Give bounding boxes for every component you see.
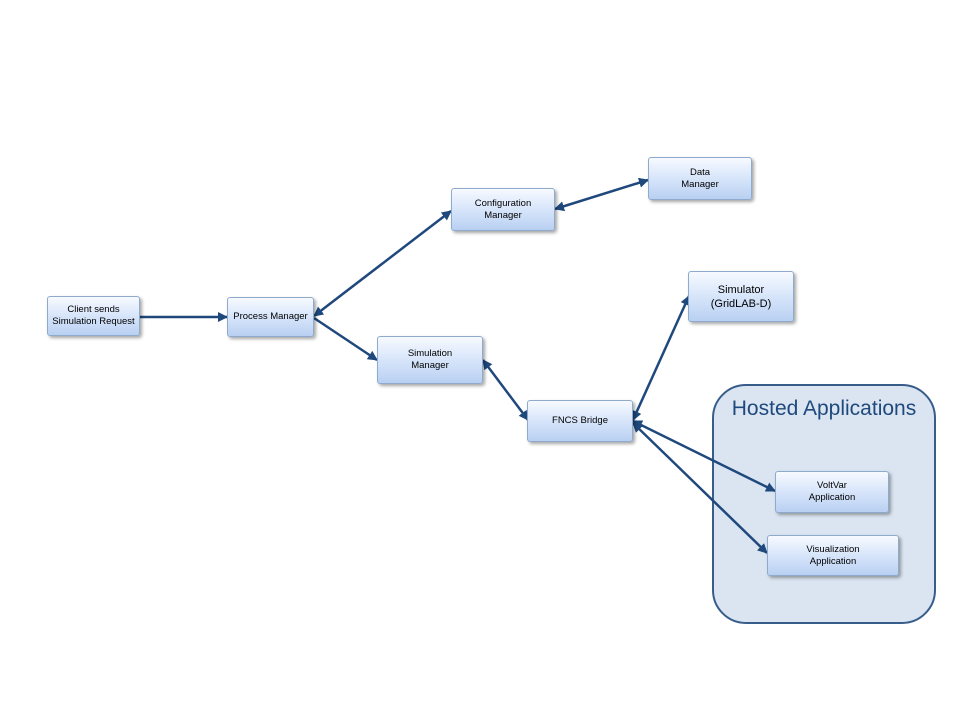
node-voltvar-application: VoltVar Application xyxy=(775,471,889,513)
node-configuration-manager: Configuration Manager xyxy=(451,188,555,231)
node-process-manager: Process Manager xyxy=(227,297,314,337)
node-visualization-application: Visualization Application xyxy=(767,535,899,576)
node-fncs-bridge: FNCS Bridge xyxy=(527,400,633,442)
edge-process-manager-to-simulation-manager xyxy=(313,316,378,362)
node-simulator-gridlab-d: Simulator (GridLAB-D) xyxy=(688,271,794,322)
node-simulation-manager: Simulation Manager xyxy=(377,336,483,384)
edge-simulation-manager-fncs-bridge xyxy=(482,359,529,421)
edge-fncs-bridge-voltvar xyxy=(632,419,776,493)
edge-configuration-manager-data-manager xyxy=(554,177,649,212)
edge-fncs-bridge-simulator xyxy=(631,295,691,421)
edge-fncs-bridge-visualization xyxy=(632,422,768,554)
node-client-simulation-request: Client sends Simulation Request xyxy=(47,296,140,336)
edge-process-manager-configuration-manager xyxy=(313,210,452,317)
hosted-applications-title: Hosted Applications xyxy=(731,397,917,420)
node-data-manager: Data Manager xyxy=(648,157,752,200)
